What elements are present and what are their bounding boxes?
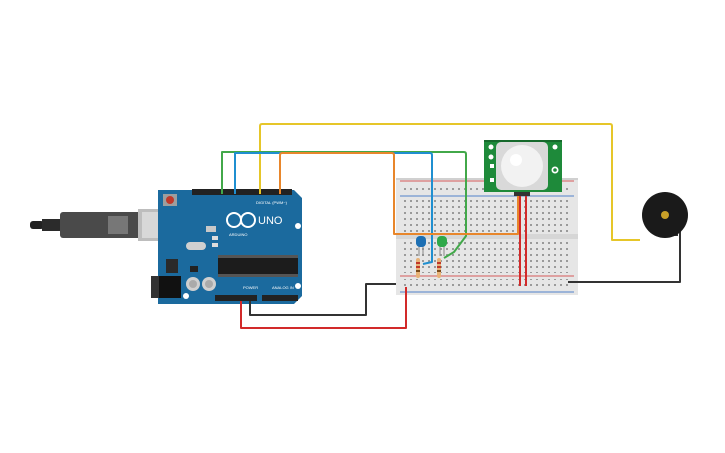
resistor[interactable] [437,258,441,278]
power-header-label: POWER [243,285,258,290]
wire-green-to-led[interactable] [221,151,467,259]
board-model-label: UNO [258,215,283,227]
pir-lens-dome [501,145,543,187]
crystal-oscillator [186,242,206,250]
brand-label: ARDUINO [229,232,247,237]
resistor[interactable] [416,258,420,278]
bottom-power-rail[interactable] [402,279,572,289]
wire-yellow[interactable] [259,123,640,241]
pir-motion-sensor[interactable] [484,140,562,196]
top-terminal-strip[interactable] [402,200,572,232]
digital-header-label: DIGITAL (PWM~) [256,200,288,205]
analog-header-label: ANALOG IN [272,285,294,290]
buzzer-center [661,211,669,219]
bottom-terminal-strip[interactable] [402,241,572,273]
wire-red-power[interactable] [240,287,407,329]
led-blue[interactable] [416,236,426,256]
analog-pin-header[interactable] [262,295,298,301]
atmega-chip [218,258,298,274]
arduino-logo [226,212,256,228]
digital-pin-header[interactable] [192,189,292,195]
center-channel [396,234,578,239]
breadboard[interactable] [396,178,578,295]
led-green[interactable] [437,236,447,256]
usb-cable[interactable] [30,209,174,241]
wire-orange-to-pir[interactable] [279,152,519,235]
arduino-uno-board[interactable]: UNO ARDUINO DIGITAL (PWM~) POWER ANALOG … [151,189,302,304]
power-pin-header[interactable] [215,295,257,301]
piezo-buzzer[interactable] [642,192,688,238]
wire-black-buzzer[interactable] [568,230,681,283]
wire-black-ground[interactable] [249,283,396,316]
wire-blue-to-led[interactable] [234,152,433,265]
